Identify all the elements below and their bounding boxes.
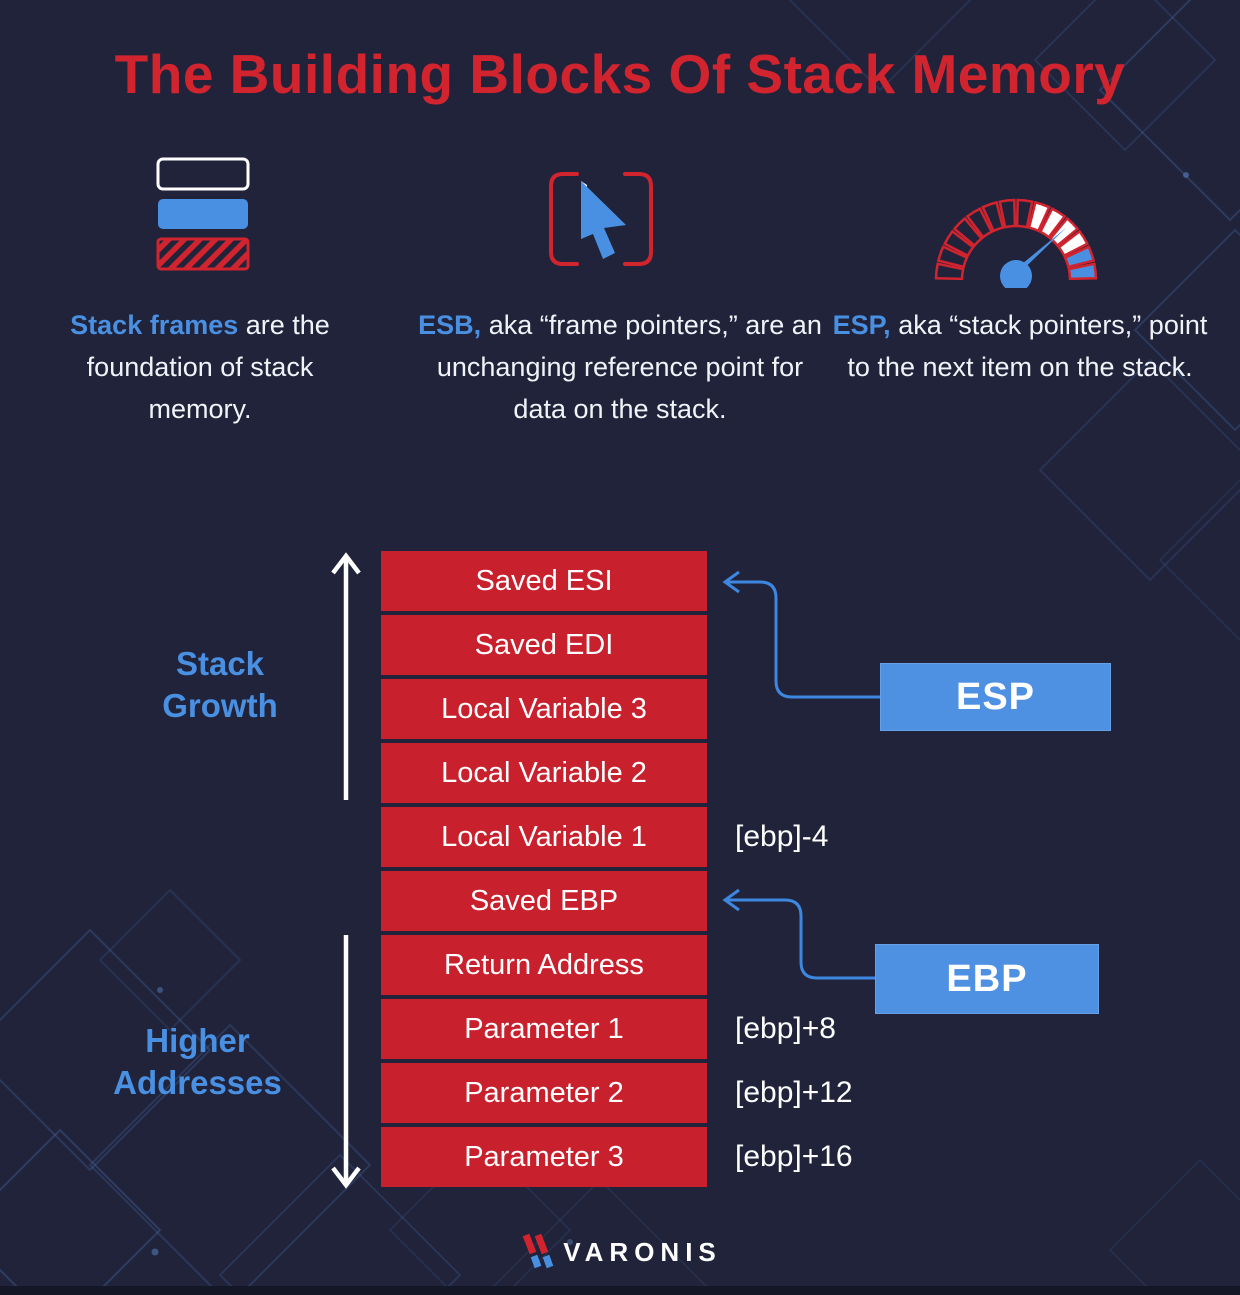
esp-pointer-arrow [722, 570, 880, 699]
stack-row: Saved EDI [381, 615, 707, 675]
feature-lead: ESP, [832, 310, 891, 340]
feature-body: aka “stack pointers,” point to the next … [847, 310, 1208, 382]
feature-lead: Stack frames [70, 310, 239, 340]
stack-row: Local Variable 2 [381, 743, 707, 803]
stack-row-label: Saved ESI [475, 564, 613, 597]
stack-row: Local Variable 1 [ebp]-4 [381, 807, 828, 867]
stack-row-label: Saved EDI [474, 628, 614, 661]
stack-pointer-gauge-icon [930, 172, 1102, 288]
varonis-logo-mark [522, 1233, 554, 1269]
stack-row: Saved EBP [381, 871, 707, 931]
stack-row-label: Local Variable 3 [441, 692, 647, 725]
stack-row-address: [ebp]+16 [735, 1140, 853, 1173]
bottom-strip [0, 1286, 1240, 1295]
page-title: The Building Blocks Of Stack Memory [114, 43, 1126, 105]
stack-row: Local Variable 3 [381, 679, 707, 739]
stack-row: Saved ESI [381, 551, 707, 611]
stack-row: Return Address [381, 935, 707, 995]
stack-block-list: Saved ESI Saved EDI Local Variable 3 Local … [381, 551, 853, 1187]
esp-register-box: ESP [880, 663, 1111, 731]
varonis-wordmark: VARONIS [563, 1236, 722, 1267]
frame-pointer-cursor-icon [540, 168, 662, 270]
higher-addresses-label: Higher Addresses [113, 1022, 282, 1101]
stack-row-address: [ebp]-4 [735, 820, 829, 853]
stack-row-label: Parameter 3 [464, 1140, 624, 1173]
stack-row: Parameter 1 [ebp]+8 [381, 999, 836, 1059]
varonis-logo: VARONIS [0, 1232, 1240, 1272]
feature-esp-text: ESP, aka “stack pointers,” point to the … [825, 305, 1215, 389]
stack-growth-arrow [331, 552, 361, 800]
stack-row-label: Parameter 1 [464, 1012, 624, 1045]
stack-row-label: Return Address [444, 948, 644, 981]
higher-addresses-arrow [331, 935, 361, 1189]
stack-row: Parameter 2 [ebp]+12 [381, 1063, 853, 1123]
ebp-register-box: EBP [875, 944, 1099, 1014]
ebp-pointer-arrow [722, 888, 875, 980]
stack-row-label: Local Variable 1 [441, 820, 647, 853]
feature-body: are the foundation of stack memory. [86, 310, 330, 424]
feature-body: aka “frame pointers,” are an unchanging … [436, 310, 822, 424]
stack-frames-icon [155, 156, 251, 272]
stack-row-label: Parameter 2 [464, 1076, 624, 1109]
stack-row-label: Saved EBP [469, 884, 619, 917]
feature-esb-text: ESB, aka “frame pointers,” are an unchan… [415, 305, 825, 431]
feature-lead: ESB, [418, 310, 482, 340]
stack-growth-label: Stack Growth [162, 645, 278, 724]
feature-stack-frames-text: Stack frames are the foundation of stack… [50, 305, 350, 431]
stack-row: Parameter 3 [ebp]+16 [381, 1127, 853, 1187]
stack-row-address: [ebp]+12 [735, 1076, 853, 1109]
stack-row-address: [ebp]+8 [735, 1012, 836, 1045]
stack-row-label: Local Variable 2 [441, 756, 647, 789]
